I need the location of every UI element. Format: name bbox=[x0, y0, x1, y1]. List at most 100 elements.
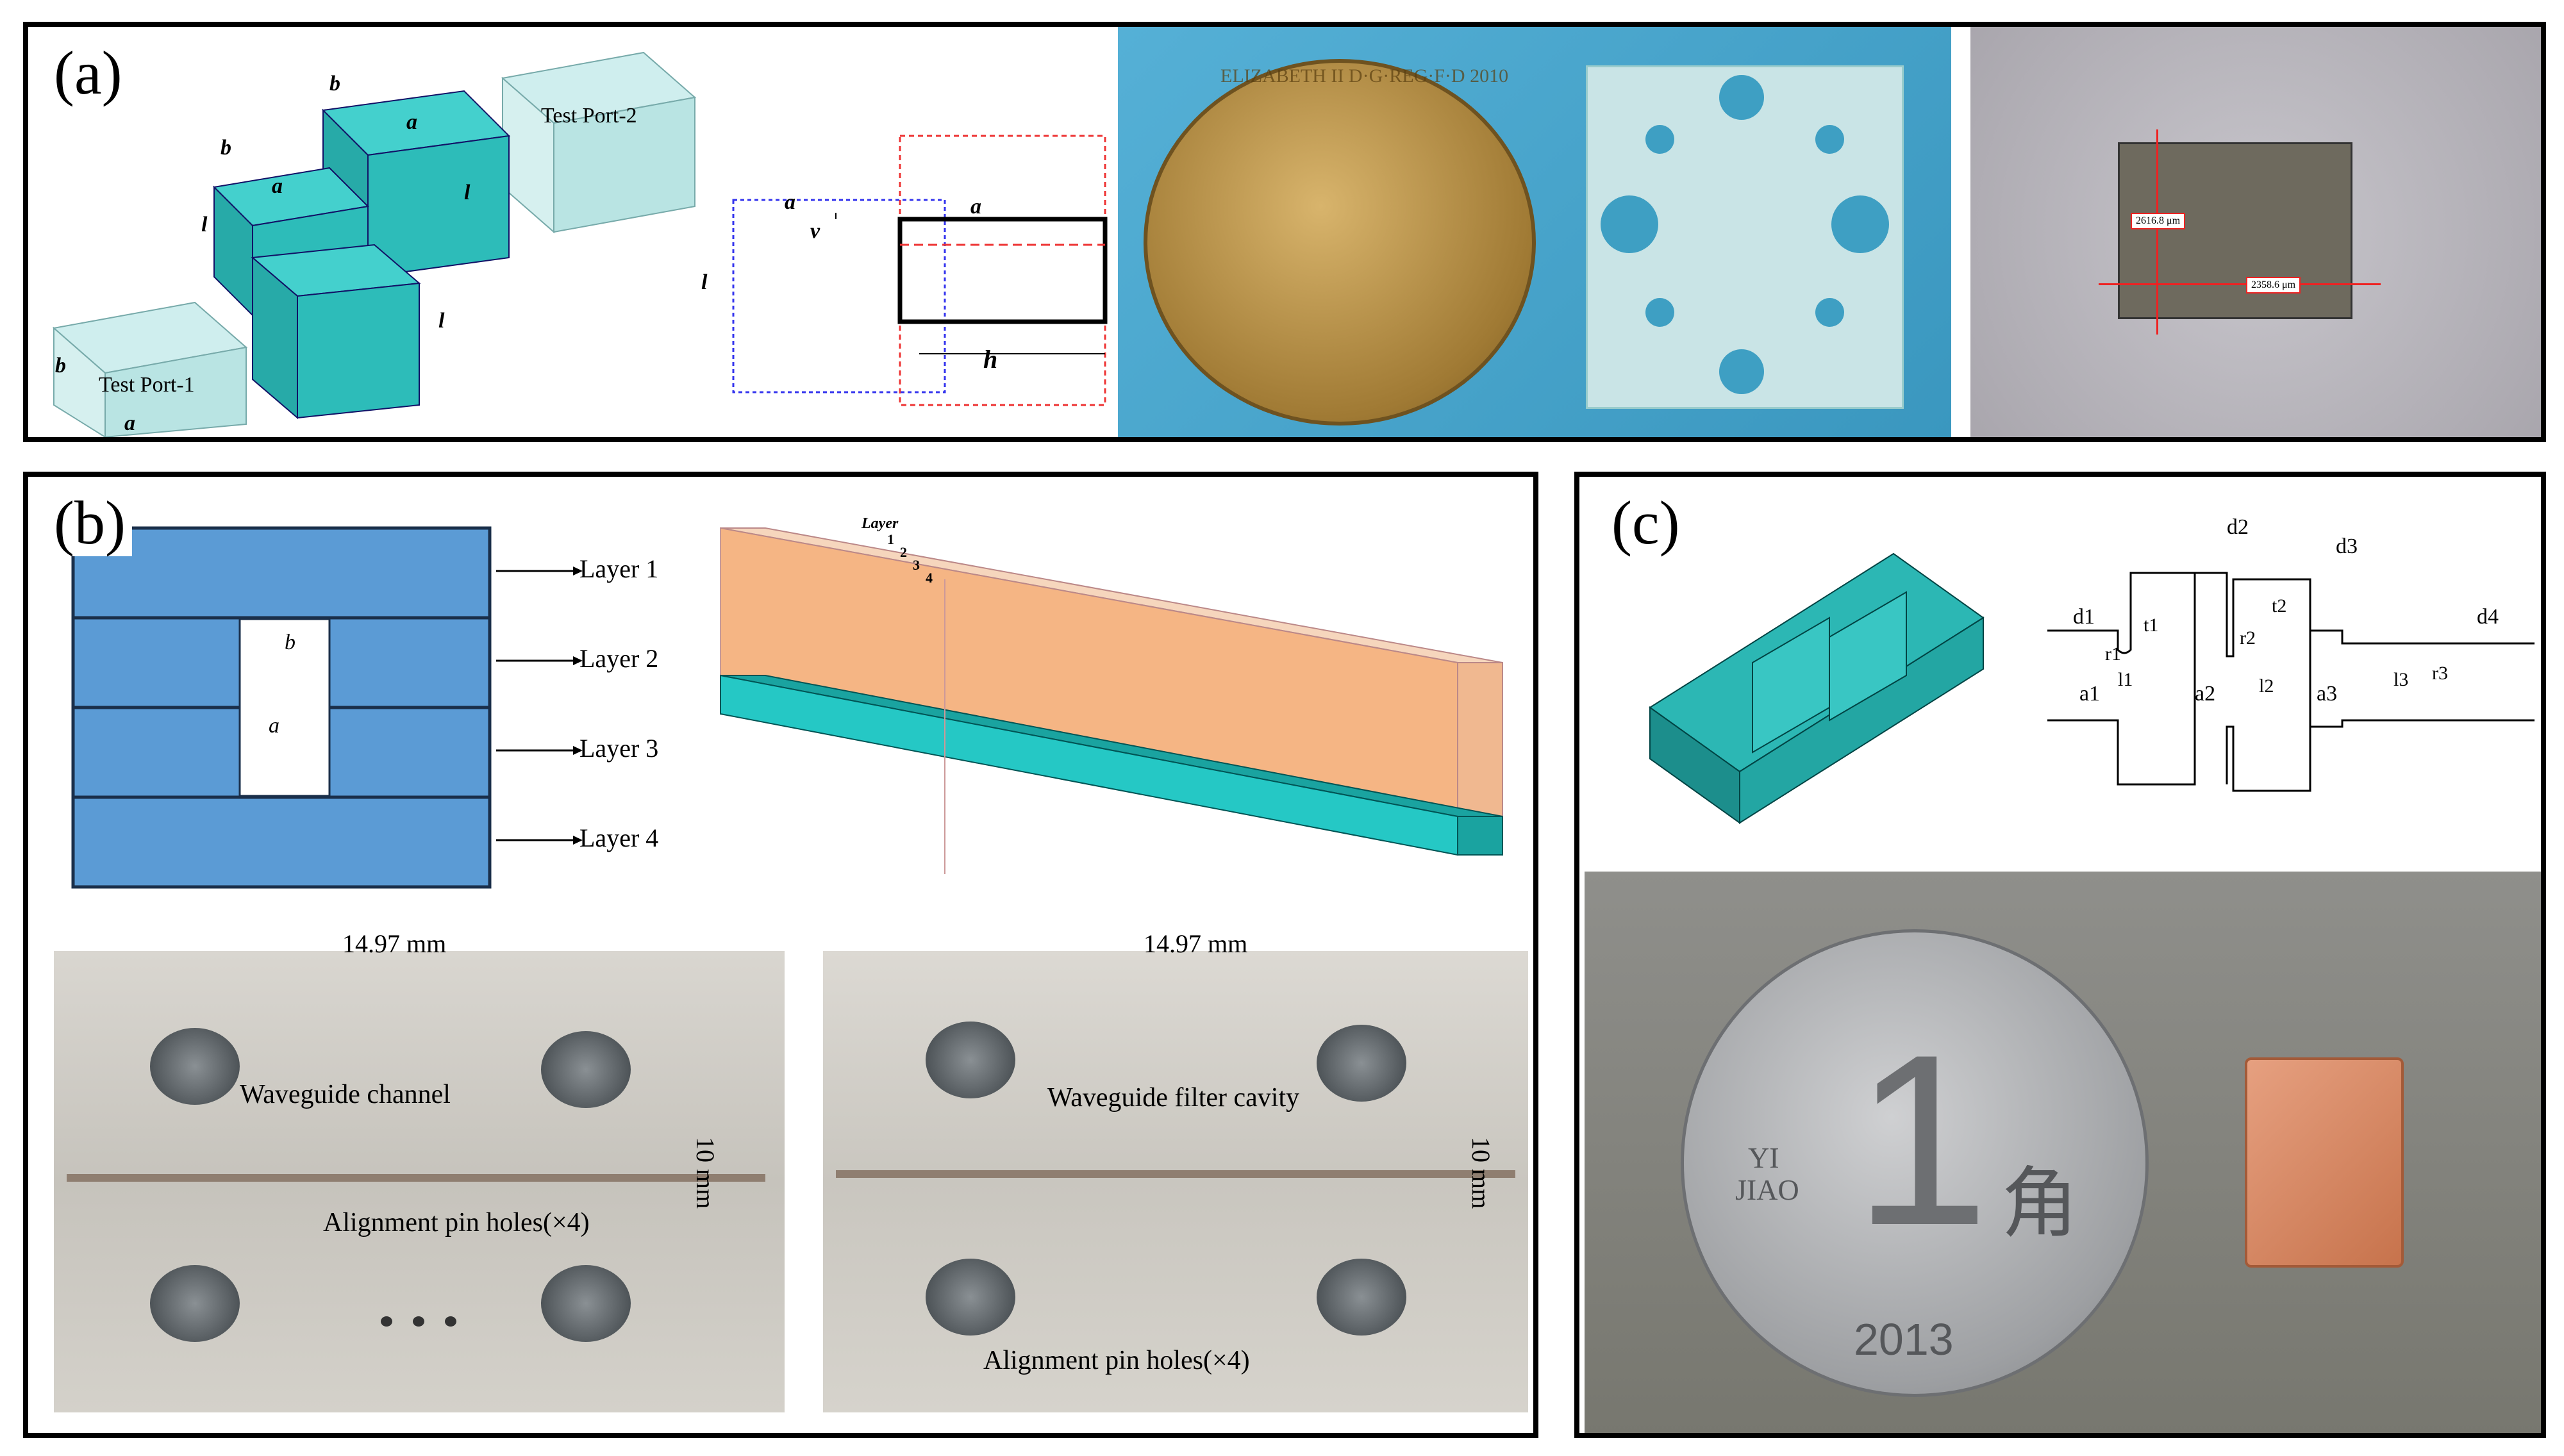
layer-num-1: 1 bbox=[887, 531, 894, 547]
dim-l3: l3 bbox=[2393, 669, 2409, 690]
layer-num-3: 3 bbox=[913, 557, 920, 573]
microscope-photo: 2616.8 μm 2358.6 μm bbox=[1970, 27, 2541, 437]
micro-label-2: 2358.6 μm bbox=[2246, 277, 2301, 294]
layer-4-label: Layer 4 bbox=[579, 823, 659, 852]
pin-hole bbox=[541, 1031, 631, 1108]
copper-part bbox=[2245, 1057, 2404, 1268]
coin-year: 2013 bbox=[1854, 1314, 1954, 1364]
left-pins-label: Alignment pin holes(×4) bbox=[323, 1208, 590, 1237]
right-width-label: 14.97 mm bbox=[1144, 929, 1248, 958]
dim-2d-h: h bbox=[983, 345, 998, 374]
channel-groove bbox=[67, 1174, 765, 1182]
layer-num-4: 4 bbox=[926, 570, 933, 586]
dim-2d-a: a bbox=[970, 195, 981, 219]
layer-1-label: Layer 1 bbox=[579, 554, 659, 583]
dim-d1: d1 bbox=[2073, 605, 2095, 629]
coin-yi: YI bbox=[1748, 1141, 1779, 1174]
dim-l1: l bbox=[438, 309, 445, 333]
plate-hole bbox=[1719, 75, 1764, 120]
dim-t1: t1 bbox=[2144, 615, 2159, 636]
panel-b: (b) b a Layer 1 Layer 2 Layer 3 Layer 4 … bbox=[23, 472, 1538, 1438]
layer-num-2: 2 bbox=[900, 544, 907, 560]
waveguide-3d-model bbox=[52, 51, 697, 437]
jiao-coin bbox=[1681, 929, 2149, 1397]
panel-c-label: (c) bbox=[1605, 490, 1686, 556]
filter-cavity-photo bbox=[823, 951, 1528, 1412]
dim-2d-l: l bbox=[701, 270, 708, 294]
panel-c: (c) d1 d2 d3 d4 t1 t2 r1 r2 r3 a1 a2 a3 … bbox=[1574, 472, 2546, 1438]
cross-section-diagram bbox=[732, 135, 1108, 406]
filter-3d-model bbox=[720, 527, 1503, 874]
layer-3-label: Layer 3 bbox=[579, 734, 659, 763]
dim-a-res3: a bbox=[406, 110, 417, 134]
panel-a: (a) Test Port-1 Test Port-2 a b a b b a … bbox=[23, 22, 2546, 442]
right-height-label: 10 mm bbox=[1467, 1137, 1495, 1209]
pin-hole bbox=[926, 1022, 1015, 1098]
layer-arrows bbox=[496, 567, 583, 845]
coin-plate-photo: ELIZABETH II D·G·REG·F·D 2010 bbox=[1118, 27, 1951, 437]
dim-a1: a1 bbox=[2079, 682, 2101, 706]
pin-hole bbox=[1317, 1025, 1406, 1102]
measure-line-h bbox=[2099, 283, 2381, 285]
plate-hole bbox=[1645, 298, 1674, 327]
pin-hole bbox=[150, 1265, 240, 1342]
pin-hole bbox=[926, 1259, 1015, 1336]
pin-hole bbox=[150, 1028, 240, 1105]
plate-hole bbox=[1815, 125, 1844, 154]
panel-b-label: (b) bbox=[47, 490, 132, 556]
plate-hole bbox=[1645, 125, 1674, 154]
small-hole bbox=[445, 1316, 456, 1327]
dim-b-res2: b bbox=[221, 136, 231, 160]
small-hole bbox=[381, 1316, 392, 1327]
dim-b-layer: b bbox=[285, 631, 296, 654]
cavity-label: Waveguide filter cavity bbox=[1047, 1083, 1300, 1113]
coin-inscription: ELIZABETH II D·G·REG·F·D 2010 bbox=[1220, 65, 1509, 87]
dim-d4: d4 bbox=[2477, 605, 2499, 629]
pin-hole bbox=[541, 1265, 631, 1342]
dim-a-res2: a bbox=[272, 174, 283, 198]
cavity-groove bbox=[836, 1170, 1515, 1178]
pin-hole bbox=[1317, 1259, 1406, 1336]
dim-r1: r1 bbox=[2105, 643, 2121, 665]
left-width-label: 14.97 mm bbox=[342, 929, 447, 958]
measure-line-v bbox=[2156, 129, 2158, 335]
right-pins-label: Alignment pin holes(×4) bbox=[983, 1346, 1250, 1375]
dim-a-bottom: a bbox=[124, 411, 135, 435]
dim-l2: l2 bbox=[2259, 675, 2274, 697]
coin-jiao: JIAO bbox=[1735, 1173, 1799, 1206]
dim-b-res3: b bbox=[329, 72, 340, 95]
test-port-2-label: Test Port-2 bbox=[541, 104, 637, 128]
micro-label-1: 2616.8 μm bbox=[2131, 213, 2186, 229]
panel-a-label: (a) bbox=[47, 40, 129, 106]
filter-cavity-3d bbox=[1649, 552, 1985, 824]
dim-a2: a2 bbox=[2195, 682, 2216, 706]
test-plate bbox=[1586, 65, 1904, 409]
plate-hole bbox=[1601, 195, 1658, 253]
plate-hole bbox=[1719, 349, 1764, 394]
plate-hole bbox=[1831, 195, 1889, 253]
dim-2d-v: v bbox=[810, 219, 820, 243]
dim-l3: l bbox=[464, 181, 470, 204]
dim-r2: r2 bbox=[2240, 627, 2256, 649]
left-height-label: 10 mm bbox=[691, 1137, 720, 1209]
plate-hole bbox=[1815, 298, 1844, 327]
small-hole bbox=[413, 1316, 424, 1327]
layer-word: Layer bbox=[862, 515, 899, 532]
waveguide-channel-photo bbox=[54, 951, 785, 1412]
aperture bbox=[2118, 142, 2352, 319]
filter-dimension-diagram bbox=[2047, 572, 2535, 792]
layer-stack-diagram bbox=[71, 526, 492, 889]
pound-coin bbox=[1144, 59, 1536, 426]
dim-r3: r3 bbox=[2432, 663, 2448, 684]
dim-d3: d3 bbox=[2336, 534, 2358, 558]
test-port-1-label: Test Port-1 bbox=[99, 373, 195, 397]
dim-d2: d2 bbox=[2227, 515, 2249, 539]
dim-t2: t2 bbox=[2272, 595, 2287, 616]
dim-2d-a-top: a bbox=[785, 190, 795, 214]
coin-jiao-char: 角 bbox=[2001, 1159, 2078, 1248]
dim-a-layer: a bbox=[269, 714, 279, 738]
coin-numeral: 1 bbox=[1854, 1004, 1990, 1276]
yuan-coin-photo: 1 YI JIAO 角 2013 bbox=[1585, 872, 2541, 1433]
dim-b-left: b bbox=[55, 354, 66, 377]
dim-l2: l bbox=[201, 213, 208, 236]
